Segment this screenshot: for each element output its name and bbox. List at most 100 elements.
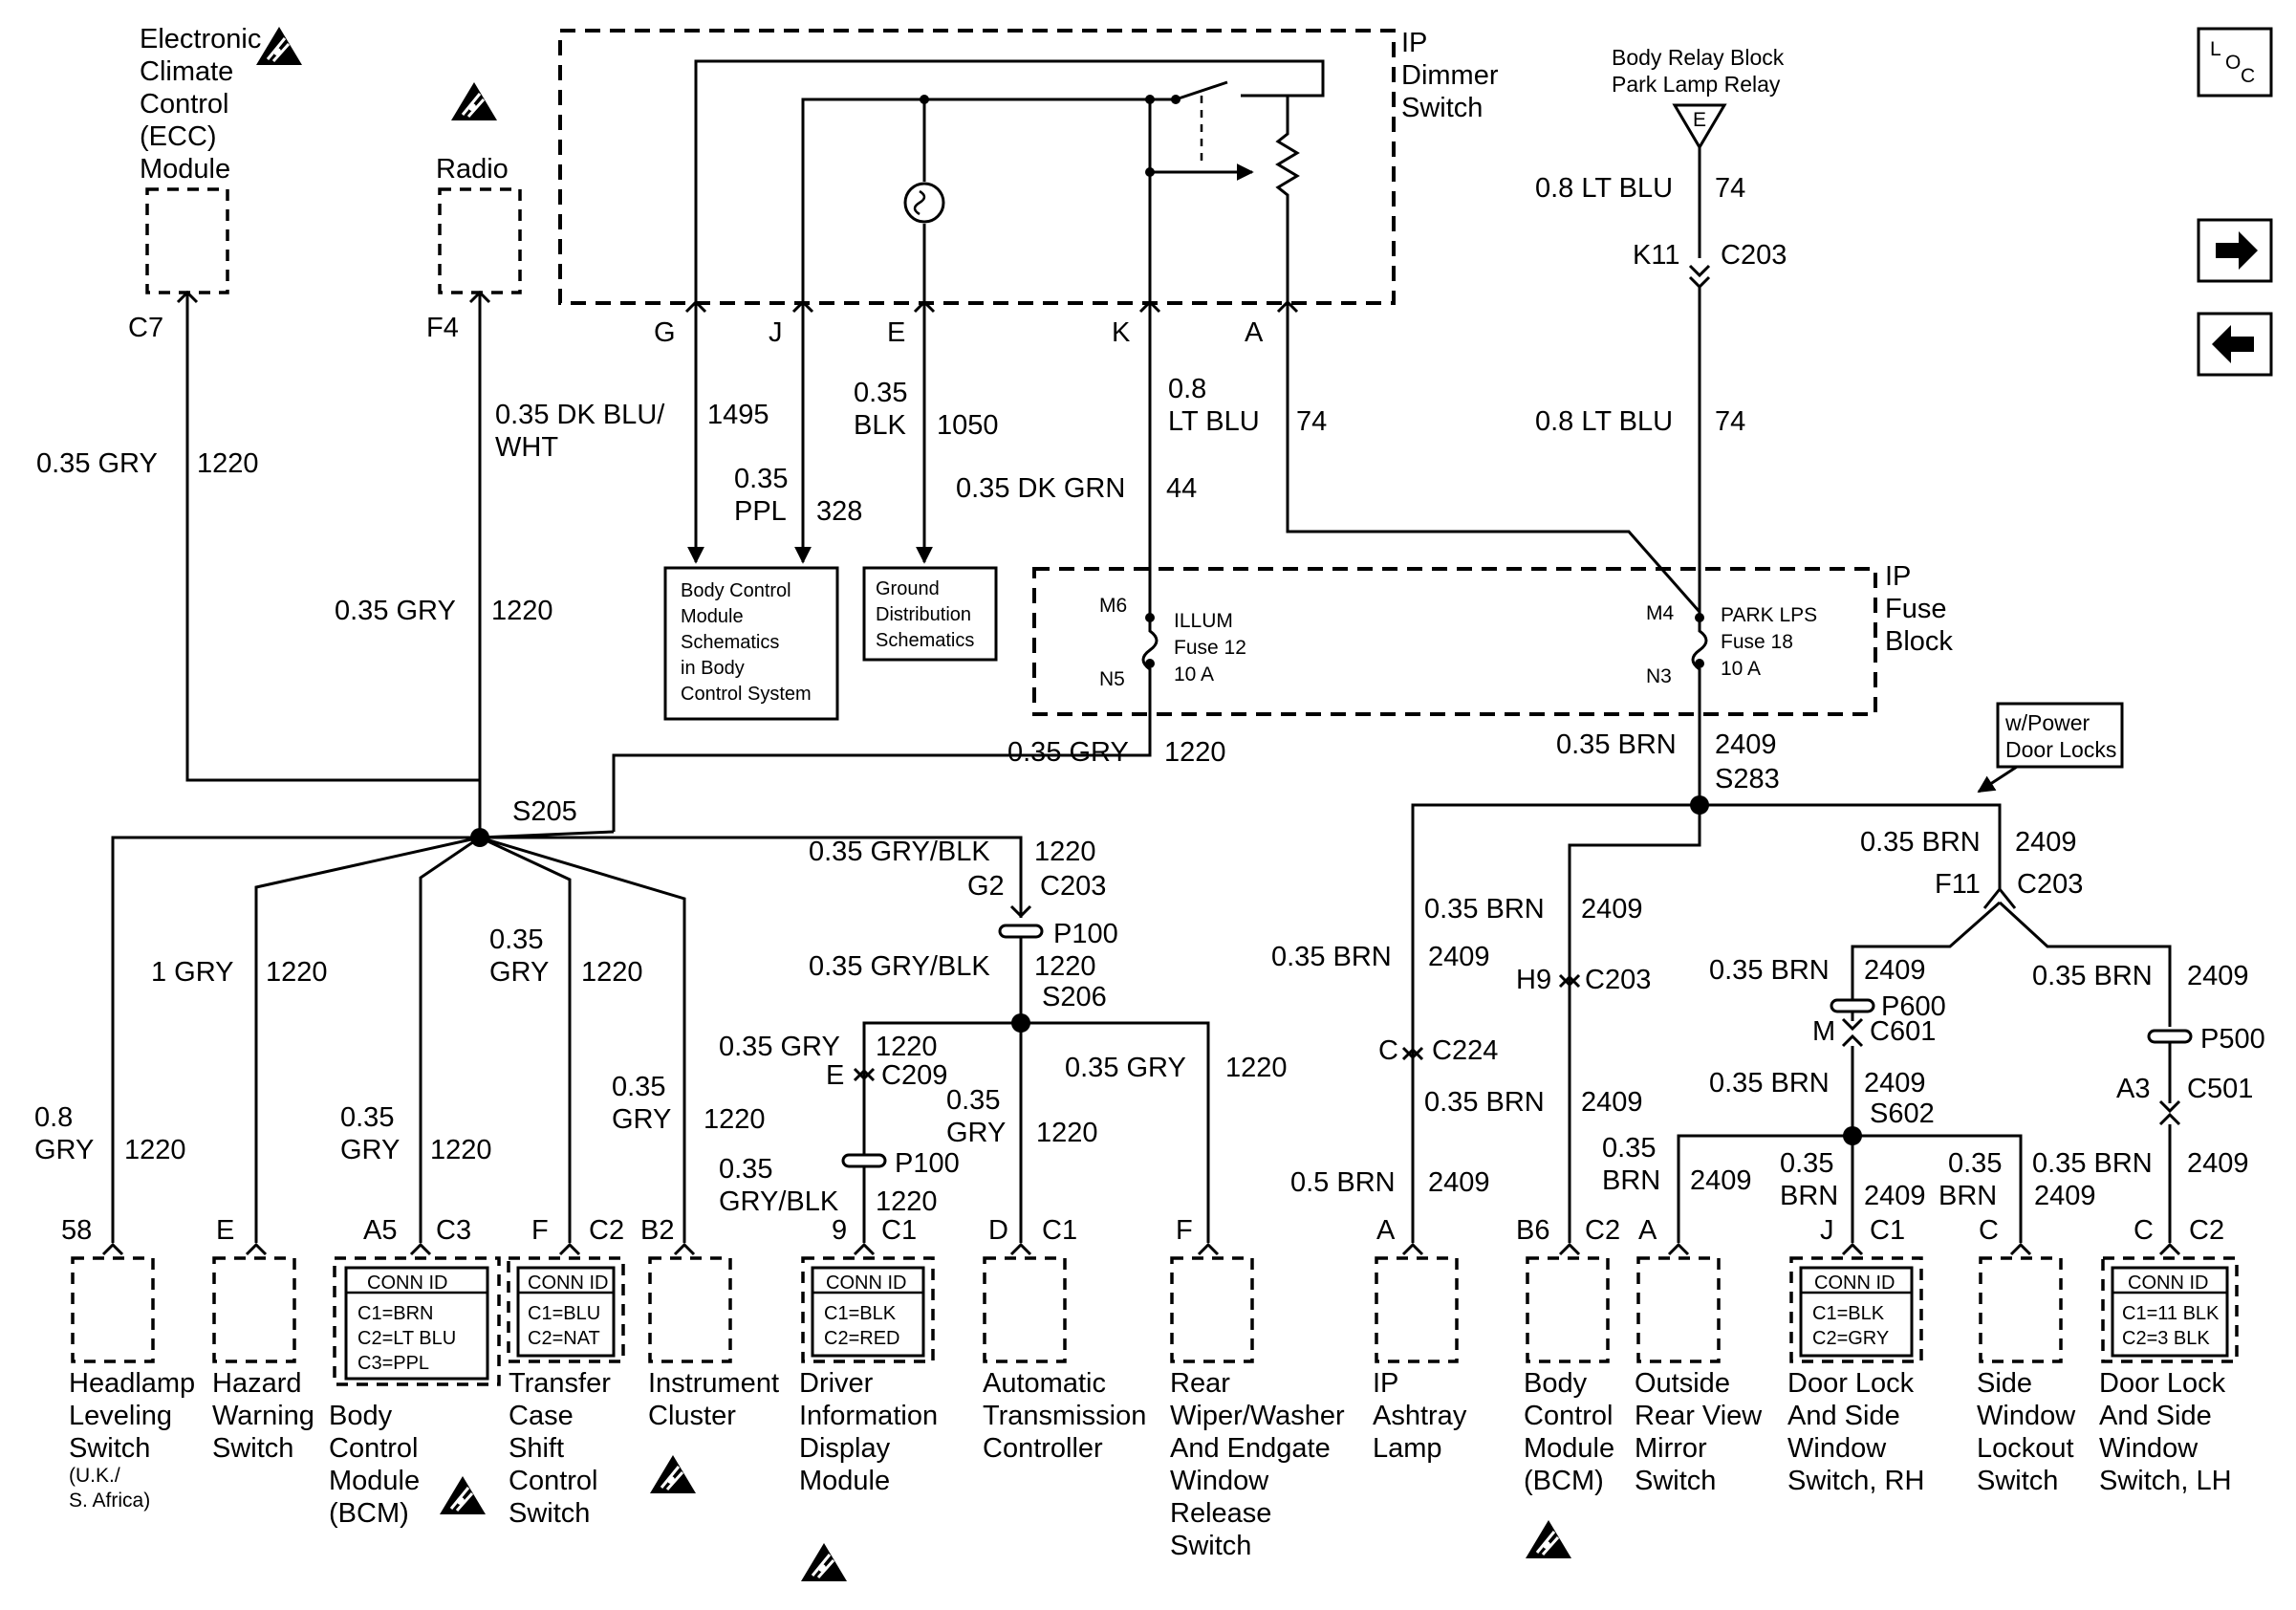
s206-label: S206 — [1042, 982, 1107, 1012]
dimmer-pin-e: E — [887, 317, 905, 348]
cluster-pin: B2 — [640, 1215, 674, 1246]
p500-connector — [2147, 1029, 2193, 1044]
wiper-l5: Release — [1170, 1498, 1271, 1529]
bcm-esd-icon — [438, 1474, 487, 1516]
dllh-l1: Door Lock — [2099, 1368, 2226, 1399]
mirror-l3: Mirror — [1635, 1433, 1707, 1464]
atc-l1: Automatic — [983, 1368, 1106, 1399]
dimmer-title-l2: Dimmer — [1401, 60, 1499, 91]
bcm2-esd-icon — [1524, 1518, 1573, 1560]
power-door-locks-option: w/Power Door Locks — [1977, 702, 2124, 794]
f11-conn: C203 — [2017, 869, 2083, 900]
ip-dimmer-switch: IP Dimmer Switch G J E K A — [558, 28, 1499, 348]
gryblk-mid-circuit: 1220 — [1034, 951, 1096, 982]
pdl-wire-circuit: 2409 — [2015, 827, 2077, 858]
dim-esd-icon — [799, 1541, 849, 1583]
fuse-block-title-l1: IP — [1885, 561, 1911, 592]
tcs-conn: C2 — [589, 1215, 624, 1246]
gryblk-mid-gauge: 0.35 GRY/BLK — [809, 951, 990, 982]
p600-connector — [1830, 998, 1875, 1013]
lockout-l1: Side — [1977, 1368, 2032, 1399]
dlrh-l3: Window — [1787, 1433, 1887, 1464]
radio-label: Radio — [436, 154, 509, 185]
dllh-l4: Switch, LH — [2099, 1466, 2232, 1496]
bcm-ref-l4: in Body — [681, 658, 745, 679]
loc-c: C — [2241, 65, 2255, 87]
ashtray-wire2-circuit: 2409 — [1581, 1087, 1643, 1118]
radio-wire-gauge-l1: 0.35 DK BLU/ — [495, 400, 665, 430]
forward-button[interactable] — [2197, 218, 2273, 283]
bcm-ref-l5: Control System — [681, 684, 812, 705]
e-wire-gauge-l1: 0.35 — [854, 378, 907, 408]
ground-schematics-ref[interactable]: Ground Distribution Schematics — [862, 566, 998, 662]
atc-wire-gauge-l1: 0.35 — [946, 1085, 1000, 1116]
tcs-connid-title: CONN ID — [528, 1273, 608, 1294]
relay-wire2-circuit: 74 — [1715, 406, 1745, 437]
h9-conn: C203 — [1585, 965, 1651, 995]
hazard-l3: Switch — [212, 1433, 293, 1464]
c601-conn: C601 — [1870, 1016, 1936, 1047]
dllh-connid-row2: C2=3 BLK — [2122, 1328, 2210, 1349]
dimmer-pin-g: G — [654, 317, 676, 348]
dlrh-pin: J — [1820, 1215, 1834, 1246]
wiper-l2: Wiper/Washer — [1170, 1401, 1345, 1431]
ecc-module: Electronic Climate Control (ECC) Module … — [128, 24, 304, 343]
radio-wire-gauge-l2: WHT — [495, 432, 558, 463]
cluster-l2: Cluster — [648, 1401, 736, 1431]
atc-l2: Transmission — [983, 1401, 1146, 1431]
c601-pin: M — [1812, 1016, 1835, 1047]
loc-o: O — [2225, 52, 2241, 74]
ashtray-wire3-circuit: 2409 — [1428, 1167, 1490, 1198]
hazard-wire-gauge: 1 GRY — [151, 957, 234, 988]
dim-lower-circuit: 1220 — [876, 1186, 938, 1217]
relay-l2: Park Lamp Relay — [1612, 72, 1781, 97]
switch-contact — [1175, 80, 1228, 101]
ecc-wire-gauge: 0.35 GRY — [36, 448, 158, 479]
dllh-l3: Window — [2099, 1433, 2199, 1464]
headlamp-l4: (U.K./ — [69, 1465, 120, 1487]
fuse18-l3: 10 A — [1721, 658, 1761, 680]
k-wire-gauge-l2: LT BLU — [1168, 406, 1260, 437]
body-control-module-left: A5 C3 CONN ID C1=BRN C2=LT BLU C3=PPL Bo… — [329, 1215, 501, 1529]
back-button[interactable] — [2197, 312, 2273, 377]
bcm-connid-row2: C2=LT BLU — [357, 1328, 456, 1349]
fuse-block-title-l2: Fuse — [1885, 594, 1946, 624]
dlrh-connid-row1: C1=BLK — [1812, 1303, 1885, 1324]
dim-pin: 9 — [832, 1215, 847, 1246]
ashtray-wire1-gauge: 0.35 BRN — [1424, 894, 1545, 925]
c209-conn: C209 — [881, 1060, 947, 1091]
pdl-wire-gauge: 0.35 BRN — [1860, 827, 1981, 858]
p500-wire-gauge: 0.35 BRN — [2032, 961, 2153, 991]
tcs-pin: F — [531, 1215, 549, 1246]
bcm-schematics-ref[interactable]: Body Control Module Schematics in Body C… — [663, 566, 839, 721]
fuse18-l2: Fuse 18 — [1721, 631, 1793, 653]
park-lamp-relay: Body Relay Block Park Lamp Relay E — [1612, 45, 1785, 150]
location-button[interactable]: L O C — [2197, 27, 2273, 98]
door-lock-window-switch-lh: C C2 CONN ID C1=11 BLK C2=3 BLK Door Loc… — [2099, 1215, 2239, 1496]
p600-label: P600 — [1881, 991, 1946, 1022]
lockout-wire-circuit: 2409 — [2034, 1181, 2096, 1211]
dimmer-pin-j: J — [769, 317, 783, 348]
ecc-l4: (ECC) — [140, 121, 217, 152]
dlrh-connid-row2: C2=GRY — [1812, 1328, 1889, 1349]
dlrh-l2: And Side — [1787, 1401, 1900, 1431]
j-wire-circuit: 328 — [816, 496, 862, 527]
dllh-connid-row1: C1=11 BLK — [2122, 1303, 2220, 1324]
dllh-conn-id-table: CONN ID C1=11 BLK C2=3 BLK — [2111, 1266, 2229, 1358]
wiper-l4: Window — [1170, 1466, 1269, 1496]
dim-connid-row1: C1=BLK — [824, 1303, 897, 1324]
cluster-wire-gauge-l2: GRY — [612, 1104, 671, 1135]
k-wire-circuit: 74 — [1296, 406, 1327, 437]
wiper-l6: Switch — [1170, 1531, 1251, 1561]
relay-wire-circuit: 74 — [1715, 173, 1745, 204]
rheostat-icon — [1275, 96, 1300, 304]
headlamp-l5: S. Africa) — [69, 1490, 150, 1512]
radio-lower-gauge: 0.35 GRY — [335, 596, 456, 626]
f11-pin: F11 — [1935, 869, 1981, 900]
ashtray-l3: Lamp — [1373, 1433, 1442, 1464]
dllh-l2: And Side — [2099, 1401, 2212, 1431]
gryblk-top-circuit: 1220 — [1034, 837, 1096, 867]
bcm2-pin: B6 — [1516, 1215, 1549, 1246]
g2-conn: C203 — [1040, 871, 1106, 902]
